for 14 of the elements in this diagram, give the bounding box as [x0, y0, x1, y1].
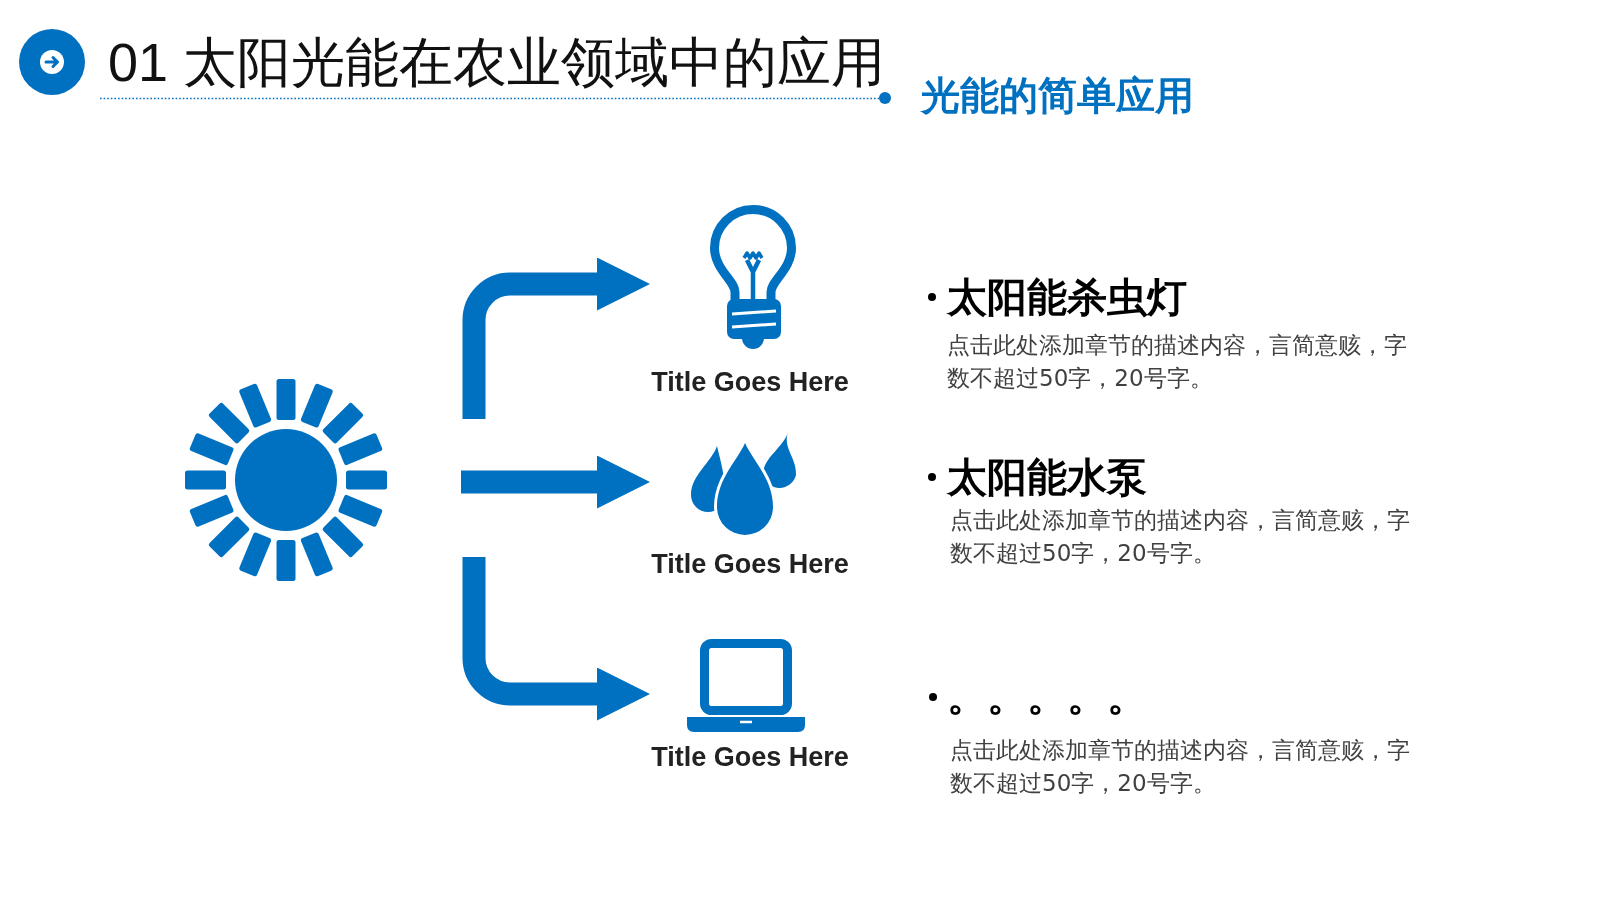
description: 点击此处添加章节的描述内容，言简意赅，字数不超过50字，20号字。 — [950, 505, 1411, 568]
title: 01 太阳光能在农业领域中的应用 — [108, 31, 886, 93]
heading: 太阳能水泵 — [947, 453, 1147, 501]
description: 点击此处添加章节的描述内容，言简意赅，字数不超过50字，20号字。 — [947, 330, 1408, 393]
heading: 太阳能杀虫灯 — [947, 273, 1187, 321]
heading: 。。。。。 — [947, 672, 1147, 720]
arrow — [461, 455, 650, 509]
item-title: Title Goes Here — [651, 549, 849, 579]
item-title: Title Goes Here — [651, 742, 849, 772]
arrow — [462, 257, 650, 419]
subtitle: 光能的简单应用 — [921, 72, 1194, 120]
description: 点击此处添加章节的描述内容，言简意赅，字数不超过50字，20号字。 — [950, 735, 1411, 798]
item-title: Title Goes Here — [651, 367, 849, 397]
arrow — [462, 557, 650, 721]
